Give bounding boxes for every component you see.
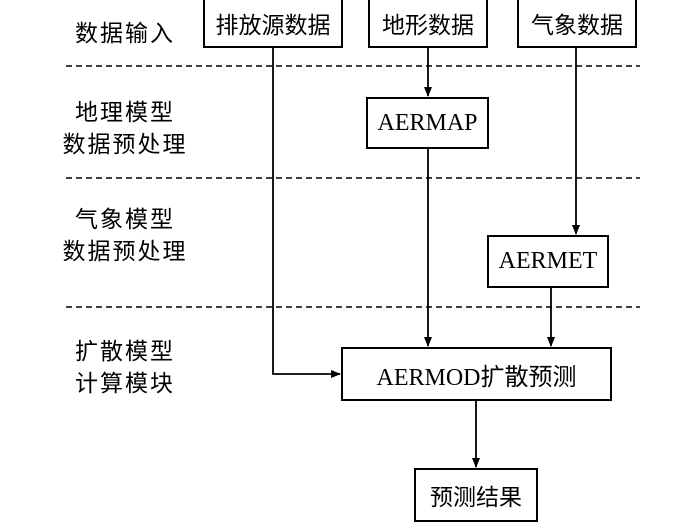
stage-label-meteo: 气象模型 数据预处理 [40, 204, 210, 268]
box-aermet: AERMET [487, 235, 609, 288]
arrow-emission-to-aermod [272, 48, 341, 378]
box-aermap: AERMAP [366, 97, 489, 149]
stage-label-terrain: 地理模型 数据预处理 [40, 97, 210, 161]
stage-label-input: 数据输入 [40, 18, 210, 50]
box-emission-data: 排放源数据 [203, 0, 343, 48]
stage-label-line: 数据预处理 [62, 239, 188, 265]
box-result: 预测结果 [414, 468, 538, 522]
box-terrain-data: 地形数据 [368, 0, 488, 48]
stage-label-dispersion: 扩散模型 计算模块 [40, 336, 210, 400]
stage-label-line: 扩散模型 [75, 339, 175, 365]
stage-label-line: 气象模型 [75, 207, 175, 233]
stage-label-line: 数据预处理 [62, 132, 188, 158]
box-aermod: AERMOD扩散预测 [341, 347, 612, 401]
stage-label-line: 地理模型 [75, 100, 175, 126]
box-meteo-data: 气象数据 [517, 0, 637, 48]
stage-label-line: 计算模块 [75, 371, 175, 397]
stage-label-line: 数据输入 [75, 21, 175, 47]
